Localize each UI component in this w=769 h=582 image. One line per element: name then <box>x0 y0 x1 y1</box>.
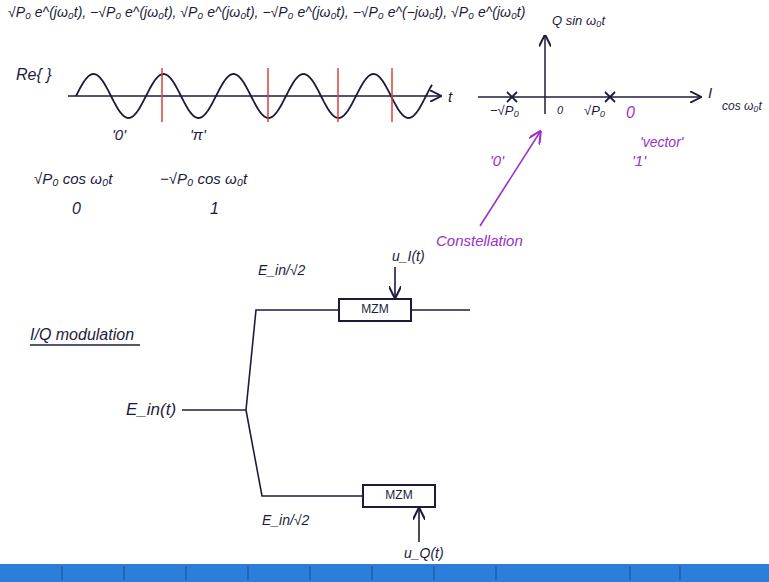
section-heading: I/Q modulation <box>30 326 134 344</box>
wire <box>412 309 470 311</box>
point-value: 0 <box>626 104 635 122</box>
bit-value: 1 <box>210 200 219 218</box>
axis-label: Q sin ω₀t <box>552 14 605 29</box>
signal-name: E_in(t) <box>126 400 176 420</box>
wire <box>182 409 246 411</box>
constellation-pointer <box>480 132 540 226</box>
signal-expression: −√P₀ cos ω₀t <box>160 170 247 187</box>
real-part: Re{ } <box>16 66 52 84</box>
vector-label: 'vector' <box>640 134 683 150</box>
point-value: √P₀ <box>584 104 605 119</box>
constellation-points <box>507 92 615 102</box>
axis-label: I <box>708 84 712 101</box>
box-label: MZM <box>364 489 434 502</box>
box-label: MZM <box>340 303 410 316</box>
bit-label: '0' <box>490 152 504 169</box>
phase-label: '0' <box>112 126 126 143</box>
wire <box>394 267 396 297</box>
toolbar-dividers <box>62 566 680 580</box>
constellation-label: Constellation <box>436 232 523 249</box>
signal-expression: √P₀ cos ω₀t <box>34 170 112 187</box>
wire <box>418 509 420 542</box>
phase-label: 'π' <box>190 126 206 143</box>
toolbar-bar <box>0 564 769 582</box>
drive-signal: u_Q(t) <box>404 545 444 561</box>
bpsk-waveform <box>76 74 432 118</box>
field-fraction: E_in/√2 <box>258 262 305 278</box>
optical-wires <box>182 267 470 542</box>
heading-underline <box>30 344 140 345</box>
q-axis <box>544 36 546 114</box>
axis-label: cos ω₀t <box>722 100 762 114</box>
drive-signal: u_I(t) <box>392 248 425 264</box>
formula-row: √P₀ e^(jω₀t), −√P₀ e^(jω₀t), √P₀ e^(jω₀t… <box>8 4 525 20</box>
time-axis <box>68 95 440 97</box>
wire <box>246 310 338 410</box>
axis-label: t <box>448 88 452 105</box>
phase-boundaries <box>162 68 392 122</box>
point-value: 0 <box>557 104 563 117</box>
field-fraction: E_in/√2 <box>262 512 309 528</box>
wire <box>246 410 362 496</box>
modulator-box: MZM <box>362 484 436 508</box>
bit-value: 0 <box>72 200 81 218</box>
point-value: −√P₀ <box>490 104 519 119</box>
modulator-box: MZM <box>338 298 412 322</box>
bit-label: '1' <box>632 152 646 169</box>
